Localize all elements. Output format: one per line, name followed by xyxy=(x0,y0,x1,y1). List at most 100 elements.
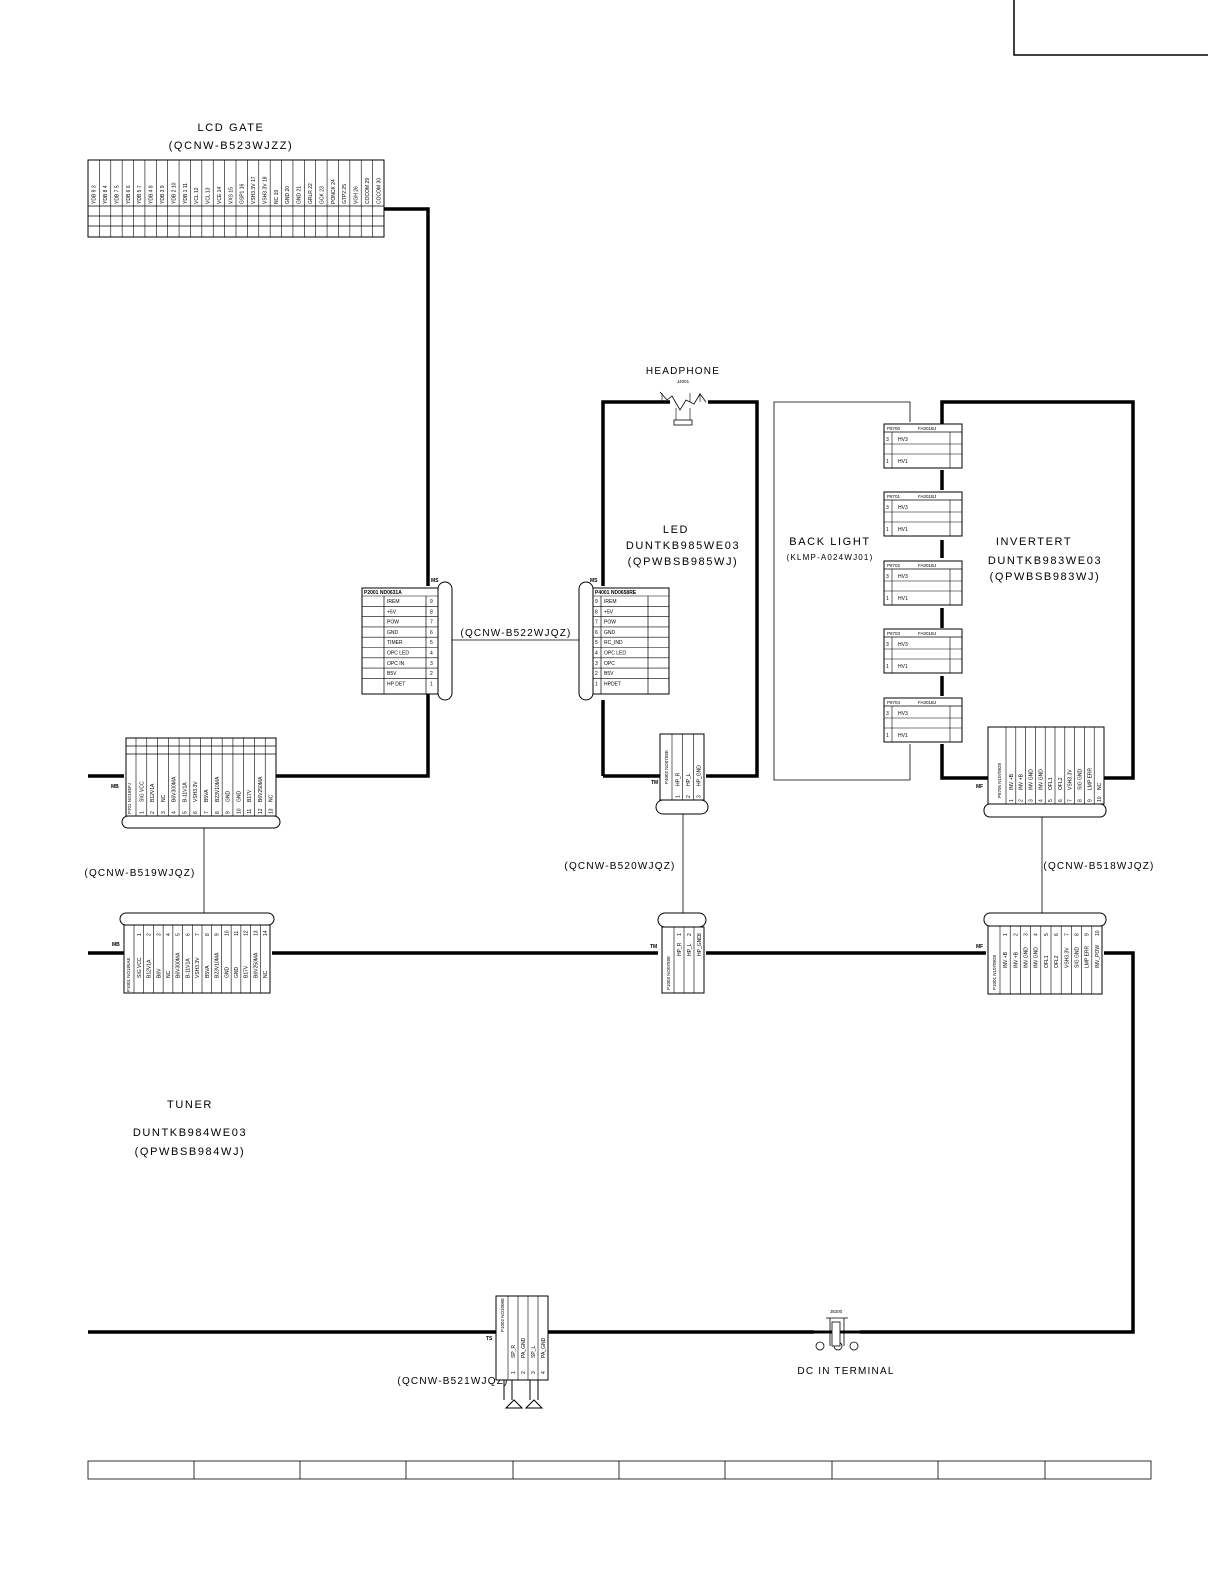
p1001-g-pin-label: B6V250MA xyxy=(253,952,259,978)
lcd-gate-pin: COCOM 30 xyxy=(376,178,382,204)
hv-title: P8700 xyxy=(887,426,901,431)
lcd-gate-pin: VSH3.3V 17 xyxy=(251,176,257,204)
p1001-connector: MB SIG VCC1B12V1A2B6V3NC4B6V300MA5B-11V1… xyxy=(112,912,275,994)
dc-in-name: DC IN TERMINAL xyxy=(797,1366,894,1377)
led-name: LED xyxy=(663,524,689,536)
hv-num-1: 1 xyxy=(886,459,889,465)
p4001-g-pin-number: 5 xyxy=(595,640,598,646)
p701-g-pin-label: B23V10MA xyxy=(215,776,221,802)
p1001b-g-pin-number: 5 xyxy=(1044,933,1050,936)
p1002-g-pin-label: SP_R xyxy=(511,1345,517,1358)
p1001b-g-pin-label: INV +B xyxy=(1013,951,1019,968)
p1001b-g-pin-number: 3 xyxy=(1024,933,1030,936)
p8705-g-pin-label: INV GND xyxy=(1038,769,1044,790)
p701-g-pin-label: SIG VCC xyxy=(139,781,145,802)
p2001-g-pin-label: B5V xyxy=(387,671,397,677)
p8705-g-pin-number: 2 xyxy=(1019,799,1025,802)
p1001b-g-pin-number: 2 xyxy=(1013,933,1019,936)
hv-title: P8702 xyxy=(887,563,901,568)
hv-label-3: HV3 xyxy=(898,574,908,580)
p4002-tag: TM xyxy=(651,780,658,786)
inverter-name: INVERTERT xyxy=(996,536,1072,548)
p1001-g-pin-label: NC xyxy=(263,970,269,978)
back-light-code: (KLMP-A024WJ01) xyxy=(787,553,874,562)
p1001-g-pin-number: 2 xyxy=(147,933,153,936)
p1001b-g-pin-number: 10 xyxy=(1095,930,1101,936)
p1001b-g-pin-number: 7 xyxy=(1064,933,1070,936)
p701-g-pin-number: 2 xyxy=(150,811,156,814)
hv-part: FA001BJ xyxy=(918,426,936,431)
inverter-code: (QPWBSB983WJ) xyxy=(990,571,1101,583)
p1001-g-pin-label: B23V10MA xyxy=(215,952,221,978)
p1002-g-pin-label: PA_GND xyxy=(541,1337,547,1358)
p701-g-pin-label: NC xyxy=(161,794,167,802)
hv-num-3: 3 xyxy=(886,642,889,648)
p8705-tag: MF xyxy=(976,784,983,790)
p4001-g-pin-label: OPC xyxy=(604,661,615,667)
p4001-g-pin-number: 4 xyxy=(595,651,598,657)
p1001-g-pin-number: 12 xyxy=(244,930,250,936)
p701-g-pin-label: B6V300MA xyxy=(172,776,178,802)
tuner-name: TUNER xyxy=(167,1099,213,1111)
p1003-g-pin-number: 2 xyxy=(687,933,693,936)
lcd-gate-pin: GRLR 22 xyxy=(308,183,314,204)
lcd-gate-pin: GND 20 xyxy=(285,186,291,204)
p701-g-pin-number: 6 xyxy=(193,811,199,814)
cable-lcd-led: (QCNW-B522WJQZ) xyxy=(460,628,571,639)
p4002-g-pin-number: 1 xyxy=(675,795,681,798)
hv-label-1: HV1 xyxy=(898,733,908,739)
p701-g-pin-label: VSH3.3V xyxy=(193,781,199,802)
p4001-g-pin-number: 3 xyxy=(595,661,598,667)
hv-label-3: HV3 xyxy=(898,642,908,648)
p1001b-g-pin-label: INV_POW xyxy=(1095,945,1101,968)
p2001-g-pin-label: POW xyxy=(387,620,399,626)
p701-g-pin-label: GND xyxy=(226,791,232,803)
cable-tuner-led: (QCNW-B520WJQZ) xyxy=(564,861,675,872)
p1001-g-pin-number: 7 xyxy=(195,933,201,936)
p1001b-g-pin-number: 8 xyxy=(1075,933,1081,936)
hv-num-3: 3 xyxy=(886,711,889,717)
p2001-g-pin-number: 9 xyxy=(430,599,433,605)
p701-tag: MB xyxy=(111,784,119,790)
p8705-g-pin-label: OFL1 xyxy=(1048,777,1054,790)
hv-num-1: 1 xyxy=(886,596,889,602)
p2001-g-pin-label: GND xyxy=(387,630,399,636)
hv-label-3: HV3 xyxy=(898,711,908,717)
p1001b-tag: MF xyxy=(976,944,983,950)
p1001-g-pin-number: 13 xyxy=(253,930,259,936)
p1003-g-pin-label: HP_L xyxy=(687,943,693,956)
headphone-name: HEADPHONE xyxy=(646,366,720,377)
lcd-gate-pin: VGH 26 xyxy=(354,186,360,204)
p2001-title: P2001 ND0631A xyxy=(364,590,402,596)
hv-label-1: HV1 xyxy=(898,527,908,533)
hv-label-3: HV3 xyxy=(898,437,908,443)
p1001b-title: P1001 N1070828 xyxy=(992,954,997,990)
tuner-unit: DUNTKB984WE03 xyxy=(133,1127,247,1139)
p1001-title: P1001 NO185AE xyxy=(126,957,131,992)
p1001-g-pin-label: B5VA xyxy=(205,965,211,978)
lcd-gate-pin: YDB 9 3 xyxy=(92,185,98,204)
p1002-g-pin-label: SP_L xyxy=(531,1346,537,1358)
p701-g-pin-number: 12 xyxy=(258,808,264,814)
lcd-gate-pin: YDB 4 8 xyxy=(149,185,155,204)
p2001-tag: MS xyxy=(431,578,439,584)
p4001-g-pin-number: 1 xyxy=(595,681,598,687)
p1001-g-pin-number: 8 xyxy=(205,933,211,936)
p1003-g-pin-number: 3 xyxy=(697,933,703,936)
p8705-g-pin-label: NC xyxy=(1097,782,1103,790)
p8705-g-pin-number: 3 xyxy=(1029,799,1035,802)
p1001-g-pin-number: 5 xyxy=(176,933,182,936)
p1001-g-pin-label: NC xyxy=(166,970,172,978)
speaker-icon xyxy=(504,1399,544,1409)
lcd-gate-pin: YDB 7 5 xyxy=(114,185,120,204)
lcd-gate-pin: GND 21 xyxy=(297,186,303,204)
p1001b-g-pin-number: 6 xyxy=(1054,933,1060,936)
